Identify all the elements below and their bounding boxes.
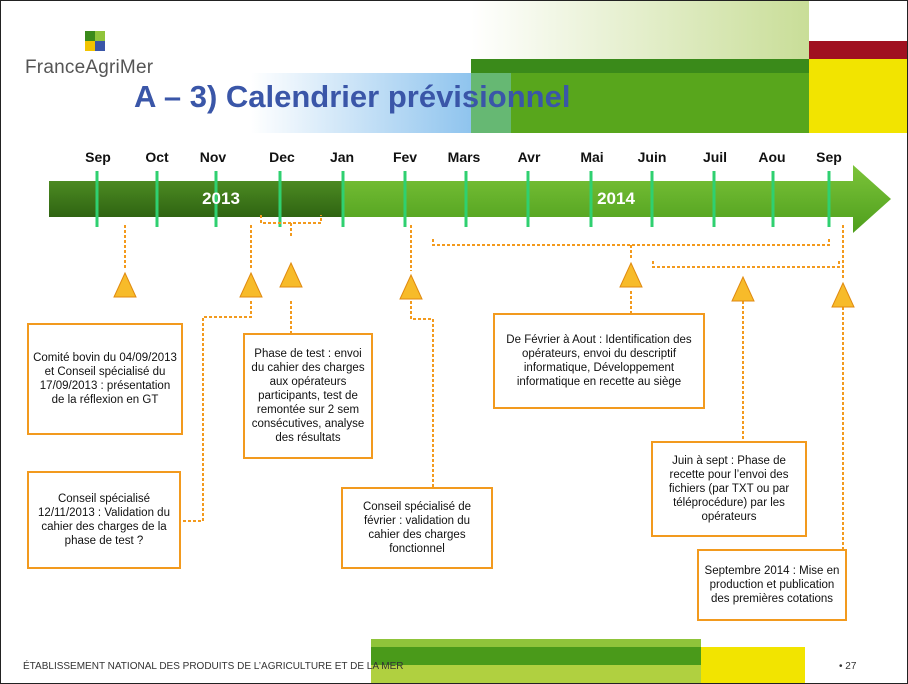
page-number: • 27: [839, 661, 857, 672]
triangle-septembre: [831, 281, 855, 308]
bracket-phase-test: [260, 215, 322, 224]
note-conseil-nov: Conseil spécialisé 12/11/2013 : Validati…: [27, 471, 181, 569]
triangle-comite: [113, 271, 137, 298]
triangle-phase-test: [279, 261, 303, 288]
month-label: Juin: [637, 149, 667, 165]
month-label: Jan: [329, 149, 355, 165]
note-septembre: Septembre 2014 : Mise en production et p…: [697, 549, 847, 621]
footer-text: ÉTABLISSEMENT NATIONAL DES PRODUITS DE L…: [23, 661, 404, 672]
header-red-band: [809, 41, 907, 59]
triangle-conseil-fev: [399, 273, 423, 300]
month-label: Dec: [269, 149, 295, 165]
header-blue-band: [251, 73, 471, 133]
bracket-juin-sept: [652, 261, 840, 268]
month-label: Fev: [392, 149, 418, 165]
note-fevrier-aout: De Février à Aout : Identification des o…: [493, 313, 705, 409]
month-label: Mars: [447, 149, 481, 165]
month-label: Sep: [816, 149, 842, 165]
logo-mark: [85, 31, 95, 41]
month-label: Juil: [702, 149, 728, 165]
header-green-block: [511, 73, 809, 133]
triangle-juin-sept: [731, 275, 755, 302]
bracket-fevrier-aout: [432, 239, 830, 246]
header-yellow-block: [809, 59, 907, 133]
note-conseil-fev: Conseil spécialisé de février : validati…: [341, 487, 493, 569]
logo-text: FranceAgriMer: [25, 57, 154, 78]
footer-band: [371, 639, 701, 647]
year-label-2014: 2014: [597, 189, 635, 208]
slide-title: A – 3) Calendrier prévisionnel: [134, 79, 571, 114]
year-label-2013: 2013: [202, 189, 240, 208]
month-label: Sep: [85, 149, 111, 165]
month-label: Mai: [580, 149, 604, 165]
timeline-arrow-2014: [343, 165, 891, 233]
note-phase-test: Phase de test : envoi du cahier des char…: [243, 333, 373, 459]
month-label: Oct: [145, 149, 169, 165]
month-ticks: [95, 171, 831, 227]
month-label: Aou: [758, 149, 786, 165]
month-label: Avr: [517, 149, 541, 165]
triangle-fevrier-aout: [619, 261, 643, 288]
month-label: Nov: [199, 149, 227, 165]
note-comite: Comité bovin du 04/09/2013 et Conseil sp…: [27, 323, 183, 435]
note-juin-sept: Juin à sept : Phase de recette pour l’en…: [651, 441, 807, 537]
triangle-conseil-nov: [239, 271, 263, 298]
